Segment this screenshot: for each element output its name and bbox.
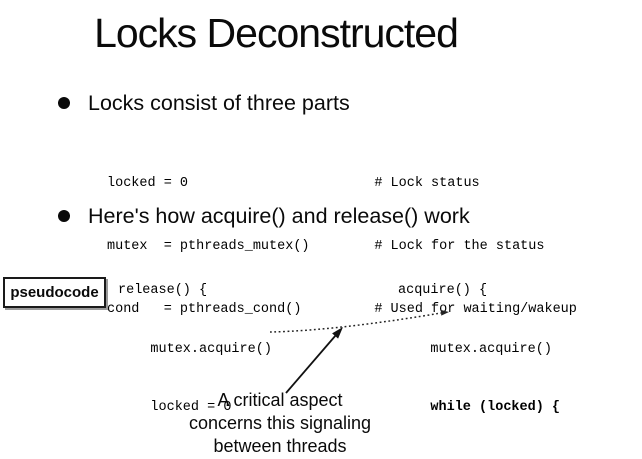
code-line: locked = 0 # Lock status [107,176,480,191]
annotation-line: between threads [213,436,347,456]
code-line: acquire() { [398,283,488,298]
annotation-line: A critical aspect [217,390,343,410]
code-line: mutex.acquire() [398,341,552,357]
annotation-line: concerns this signaling [188,413,372,433]
acquire-code-block: acquire() { mutex.acquire() while (locke… [398,242,592,459]
pseudocode-label: pseudocode [10,284,99,301]
bullet-text: Here's how acquire() and release() work [88,204,470,228]
code-line: release() { [118,283,208,298]
code-line: mutex.acquire() [118,341,272,357]
code-line: locked = 0 [118,400,232,415]
code-line-while-locked: while (locked) { [398,400,561,415]
pseudocode-label-box: pseudocode [3,277,106,308]
slide-title: Locks Deconstructed [94,10,459,56]
bullet-icon [58,210,70,222]
bullet-item-1: Locks consist of three parts [58,90,350,116]
release-code-block: release() { mutex.acquire() locked = 0 m… [118,242,272,459]
bullet-text: Locks consist of three parts [88,91,350,115]
bullet-item-2: Here's how acquire() and release() work [58,203,470,229]
code-line: mutex = pthreads_mutex() # Lock for the … [107,239,545,254]
bullet-icon [58,97,70,109]
annotation-text: A critical aspect concerns this signalin… [150,389,410,458]
